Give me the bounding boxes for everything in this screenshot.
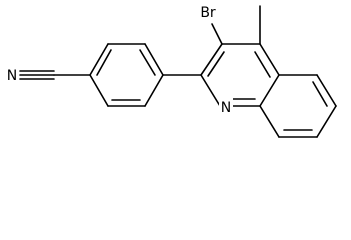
benzo-bond-3	[316, 105, 337, 138]
benzo-bond-2	[316, 74, 337, 107]
benzene-bond-6	[89, 74, 109, 107]
benzene-bond-4	[144, 74, 164, 107]
ring-nitrogen-label-bg	[219, 97, 233, 115]
atom-labels: N Br N	[5, 2, 233, 116]
benzo-bond-5	[259, 105, 280, 138]
benzene-double-bond-a	[96, 49, 112, 76]
bromine-label-bg	[197, 2, 219, 22]
pyridine-bond-c4-c4a	[259, 43, 280, 76]
bonds	[19, 5, 337, 138]
chemical-structure-diagram: N Br N	[5, 2, 337, 138]
bromine-label: Br	[200, 5, 216, 21]
pyridine-bond-c2-c3	[200, 43, 223, 76]
pyridine-double-bond-c4-c4a	[254, 51, 271, 78]
benzene-bond-1	[89, 43, 109, 76]
nitrile-nitrogen-label-bg	[5, 65, 19, 83]
bromine-bond	[211, 23, 223, 45]
benzo-double-bond-2	[312, 81, 328, 107]
benzene-double-bond-b	[139, 49, 156, 76]
pyridine-bond-c4a-c8a	[259, 74, 280, 107]
ring-nitrogen-label: N	[221, 100, 231, 116]
benzene-bond-3	[144, 43, 164, 76]
pyridine-bond-n-c2	[200, 74, 221, 107]
nitrile-nitrogen-label: N	[7, 68, 17, 84]
pyridine-double-bond-c2-c3	[207, 51, 225, 77]
